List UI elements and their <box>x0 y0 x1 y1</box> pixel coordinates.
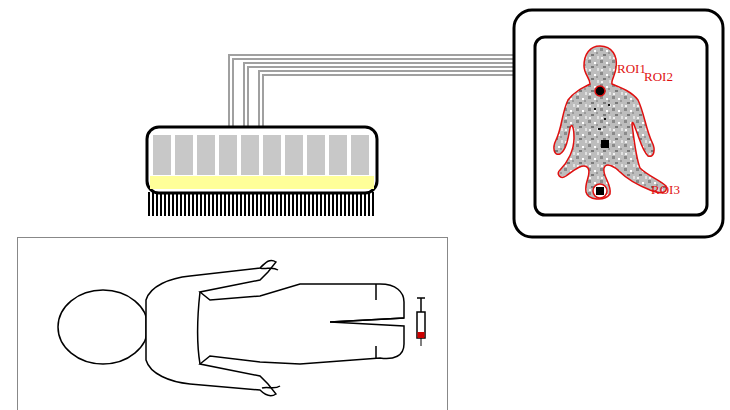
crystal-bar <box>285 135 303 175</box>
detector <box>147 127 377 216</box>
crystal-bar <box>241 135 259 175</box>
cable <box>229 55 513 130</box>
crystal-bar <box>175 135 193 175</box>
monitor <box>514 10 723 237</box>
crystal-bar <box>307 135 325 175</box>
roi-label: ROI2 <box>644 70 673 83</box>
crystal-bar <box>197 135 215 175</box>
crystal-bar <box>153 135 171 175</box>
roi-label: ROI3 <box>651 183 680 196</box>
patient-table <box>18 238 448 410</box>
crystal-bar <box>263 135 281 175</box>
roi-label: ROI1 <box>617 62 646 75</box>
crystal-bar <box>329 135 347 175</box>
crystal-bar <box>219 135 237 175</box>
syringe <box>417 298 425 346</box>
crystal-bar <box>351 135 369 175</box>
body-scan <box>554 46 666 199</box>
